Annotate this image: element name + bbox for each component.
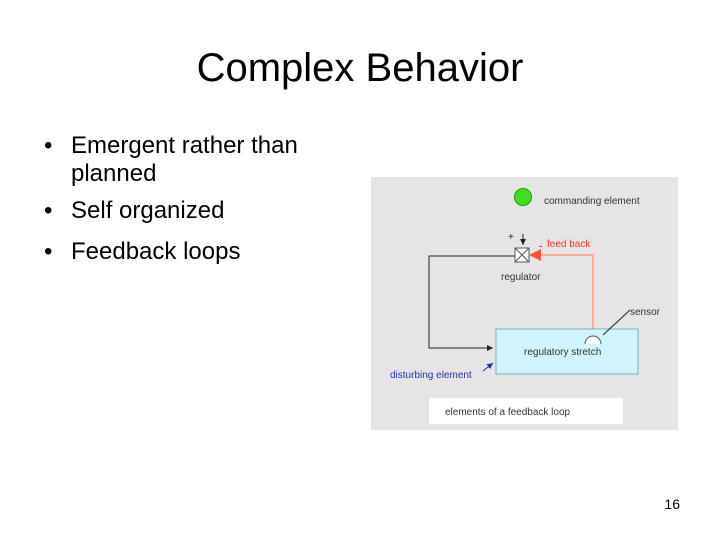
regulatory-stretch-box	[495, 328, 639, 375]
commanding-element-label: commanding element	[544, 196, 640, 207]
bullet-item: Self organized	[44, 197, 364, 225]
page-number: 16	[664, 496, 680, 512]
feedback-arrowhead	[529, 249, 541, 261]
disturbing-element-label: disturbing element	[390, 370, 472, 381]
feedback-loop-diagram: commanding element + regulator - feed ba…	[371, 177, 678, 430]
diagram-caption: elements of a feedback loop	[445, 407, 571, 418]
minus-sign: -	[539, 241, 542, 252]
regulator-cross	[514, 247, 530, 263]
regulator-label: regulator	[501, 272, 541, 283]
bullet-item: Emergent rather than planned	[44, 132, 364, 188]
regulatory-stretch-label: regulatory stretch	[524, 347, 601, 358]
bullet-item: Feedback loops	[44, 238, 364, 266]
sensor-icon	[584, 335, 602, 345]
plus-sign: +	[508, 232, 514, 243]
sensor-label: sensor	[630, 307, 661, 318]
sensor-pointer	[602, 309, 631, 336]
diagram-canvas: commanding element + regulator - feed ba…	[390, 188, 661, 424]
feedback-label: feed back	[547, 239, 591, 250]
bullet-list: Emergent rather than planned Self organi…	[44, 132, 364, 279]
disturbance-arrow	[482, 362, 494, 372]
slide-title: Complex Behavior	[196, 46, 524, 90]
control-loop-path	[428, 255, 515, 351]
commanding-element-icon	[514, 188, 532, 206]
caption-box	[429, 398, 623, 424]
feedback-path	[541, 254, 594, 331]
